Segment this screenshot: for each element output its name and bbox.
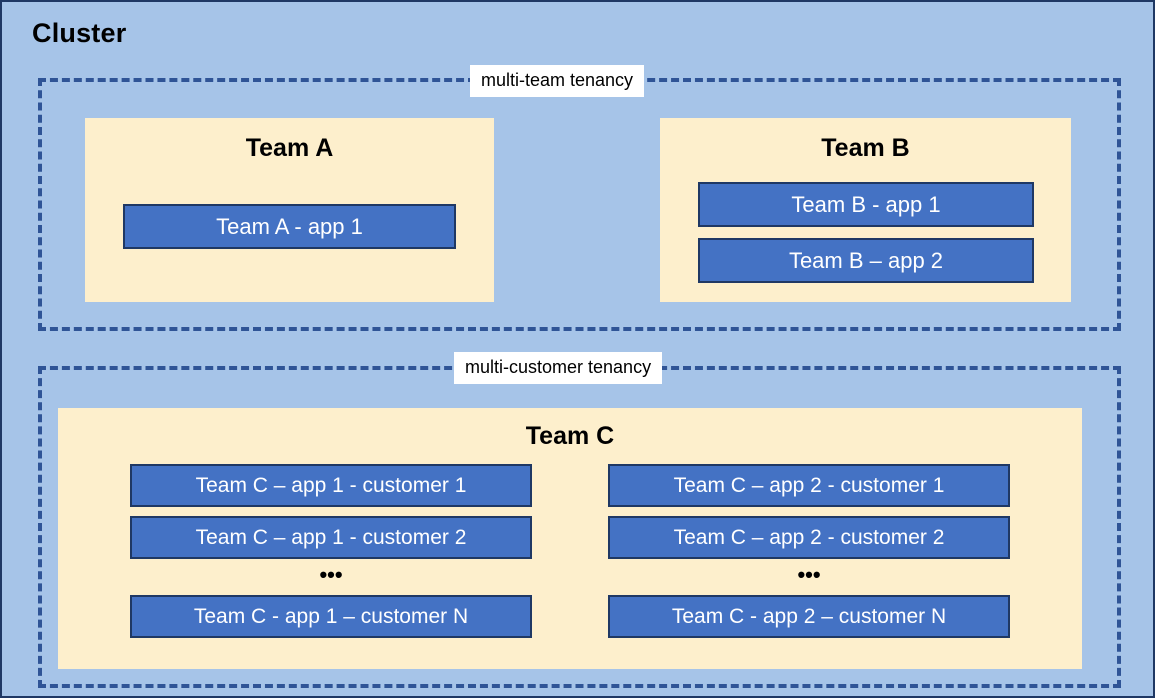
- cluster-title: Cluster: [32, 18, 127, 48]
- tenancy-zone-multi-team-label: multi-team tenancy: [470, 65, 645, 97]
- team-b-title: Team B: [821, 134, 910, 162]
- app-box-team-c-app-2-customer-1[interactable]: Team C – app 2 - customer 1: [608, 464, 1010, 507]
- team-c-app-1-ellipsis: •••: [319, 562, 343, 587]
- team-a-box: Team A Team A - app 1: [85, 118, 494, 302]
- team-c-app-1-column: Team C – app 1 - customer 1 Team C – app…: [130, 464, 532, 638]
- team-c-app-2-ellipsis: •••: [797, 562, 821, 587]
- team-a-title: Team A: [245, 134, 334, 162]
- app-box-team-c-app-1-customer-1[interactable]: Team C – app 1 - customer 1: [130, 464, 532, 507]
- team-c-box: Team C Team C – app 1 - customer 1 Team …: [58, 408, 1082, 669]
- tenancy-zone-multi-customer-label: multi-customer tenancy: [454, 352, 663, 384]
- app-box-team-c-app-2-customer-2[interactable]: Team C – app 2 - customer 2: [608, 516, 1010, 559]
- team-c-app-2-column: Team C – app 2 - customer 1 Team C – app…: [608, 464, 1010, 638]
- team-b-box: Team B Team B - app 1 Team B – app 2: [660, 118, 1071, 302]
- app-box-team-c-app-1-customer-n[interactable]: Team C - app 1 – customer N: [130, 595, 532, 638]
- team-c-app-columns: Team C – app 1 - customer 1 Team C – app…: [58, 464, 1082, 638]
- team-c-title: Team C: [525, 422, 615, 450]
- team-b-app-list: Team B - app 1 Team B – app 2: [698, 182, 1034, 283]
- app-box-team-c-app-1-customer-2[interactable]: Team C – app 1 - customer 2: [130, 516, 532, 559]
- app-box-team-c-app-2-customer-n[interactable]: Team C - app 2 – customer N: [608, 595, 1010, 638]
- team-a-app-list: Team A - app 1: [123, 204, 456, 249]
- app-box-team-b-app-1[interactable]: Team B - app 1: [698, 182, 1034, 227]
- app-box-team-a-app-1[interactable]: Team A - app 1: [123, 204, 456, 249]
- app-box-team-b-app-2[interactable]: Team B – app 2: [698, 238, 1034, 283]
